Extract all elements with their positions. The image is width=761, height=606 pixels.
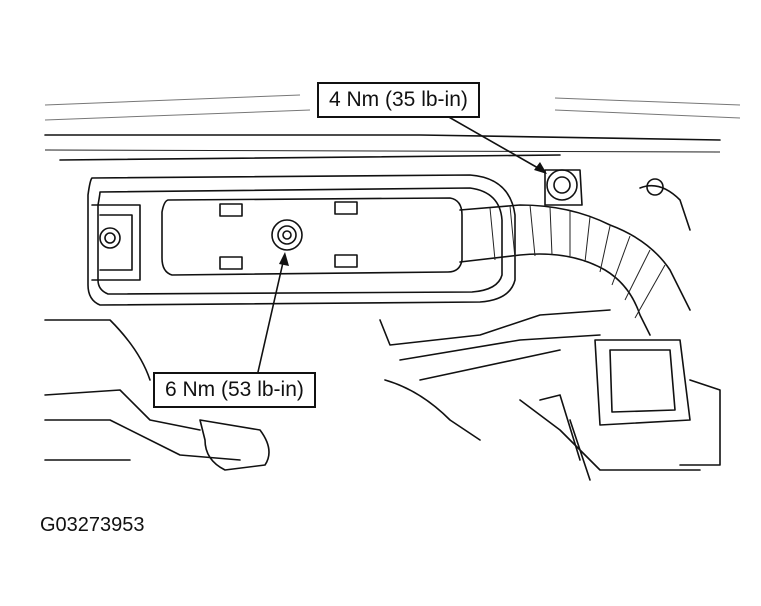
lower-bracket bbox=[44, 309, 721, 481]
leader-arrows bbox=[257, 111, 547, 373]
left-mounting-nut bbox=[99, 227, 121, 249]
body-panel-lines bbox=[44, 94, 741, 161]
torque-callout-module-nut: 6 Nm (53 lb-in) bbox=[153, 372, 316, 408]
wiring-harness bbox=[459, 178, 691, 336]
torque-callout-ground-bolt: 4 Nm (35 lb-in) bbox=[317, 82, 480, 118]
ground-bolt bbox=[544, 169, 583, 206]
figure-id: G03273953 bbox=[40, 514, 145, 536]
control-module-housing bbox=[87, 174, 516, 306]
center-mounting-nut bbox=[271, 219, 303, 251]
